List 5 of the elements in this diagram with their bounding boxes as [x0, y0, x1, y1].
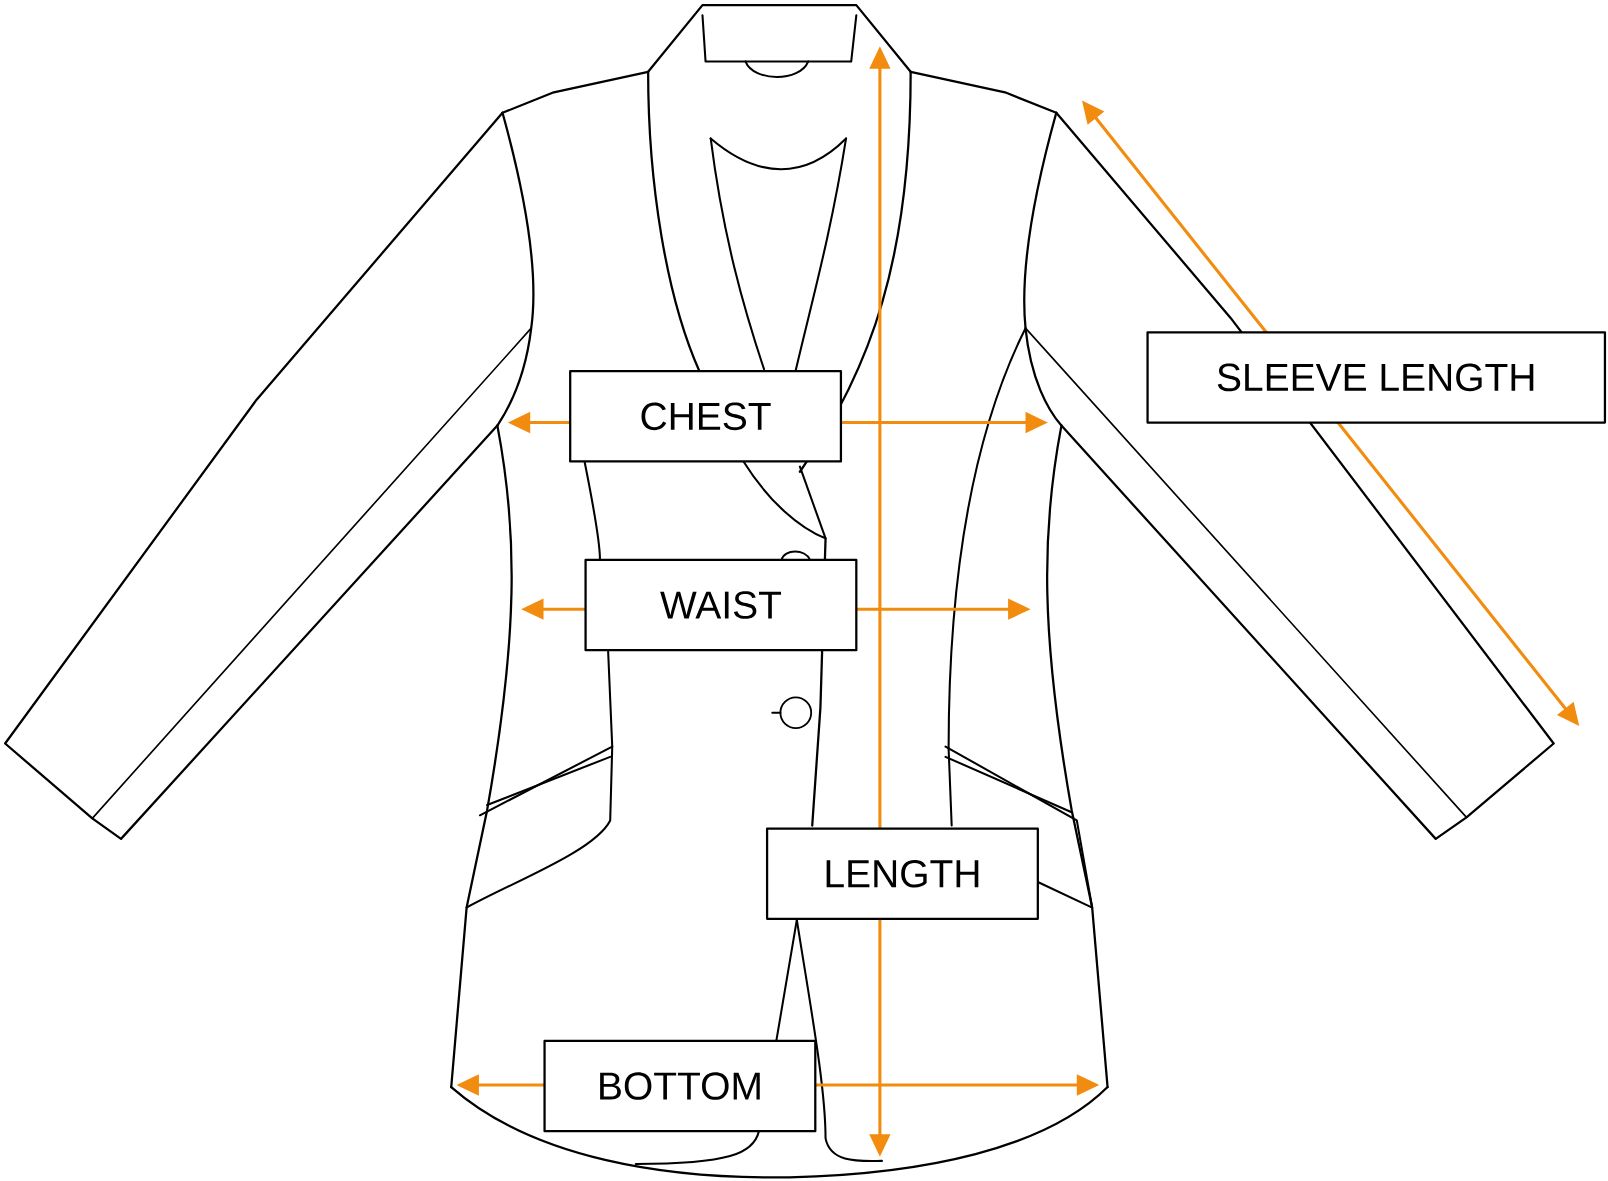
measurement-box: BOTTOM — [543, 1039, 817, 1133]
measurement-box: CHEST — [569, 369, 843, 463]
measurement-box: SLEEVE LENGTH — [1146, 330, 1607, 424]
measurement-box: WAIST — [584, 558, 858, 652]
measurement-box: LENGTH — [765, 827, 1039, 920]
